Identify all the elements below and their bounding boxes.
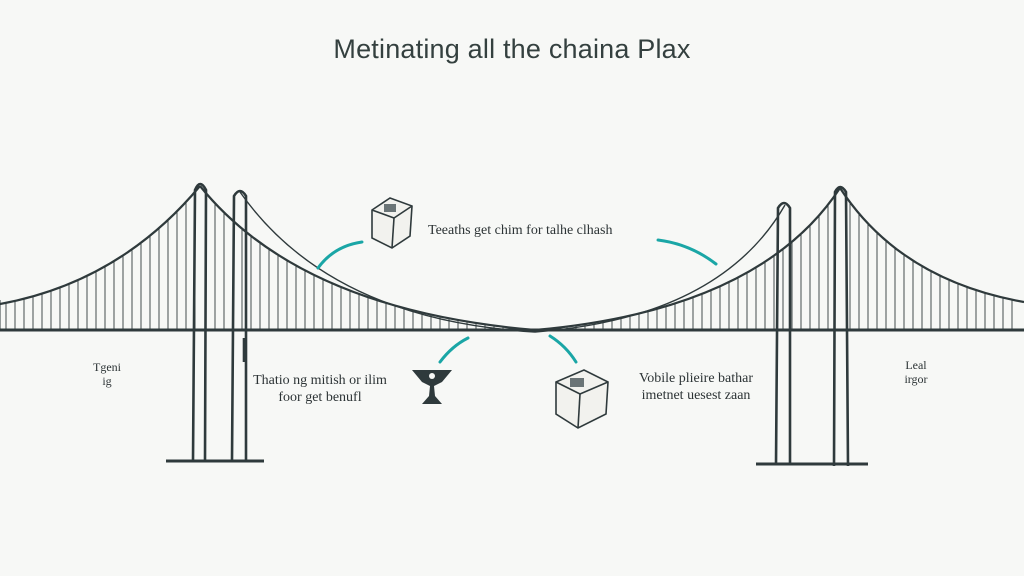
label-far-left: Tgeni ig <box>82 360 132 388</box>
label-right-middle: Vobile plieire bathar imetnet uesest zaa… <box>614 370 778 404</box>
label-line: Thatio ng mitish or ilim <box>253 373 387 388</box>
label-line: Tgeni <box>93 360 121 374</box>
label-line: Leal <box>905 358 927 372</box>
accent-arrows <box>316 238 718 364</box>
label-line: ig <box>102 374 112 388</box>
main-cables <box>0 185 1024 333</box>
box-icon <box>555 369 609 429</box>
left-tower <box>166 182 264 463</box>
label-line: Vobile plieire bathar <box>638 371 754 386</box>
box-icon <box>371 197 413 249</box>
label-line: imetnet uesest zaan <box>641 388 751 403</box>
label-line: irgor <box>904 372 928 386</box>
label-line: foor get benufl <box>278 390 362 405</box>
bridge-hangers <box>5 191 1013 330</box>
right-tower <box>756 185 868 467</box>
label-far-right: Leal irgor <box>886 358 946 386</box>
label-left-middle: Thatio ng mitish or ilim foor get benufl <box>236 372 404 406</box>
bridge-deck <box>0 300 1024 332</box>
diagram-title: Metinating all the chaina Plax <box>333 34 691 64</box>
trophy-icon <box>412 370 452 404</box>
label-top-center: Teeaths get chim for talhe clhash <box>428 223 613 238</box>
